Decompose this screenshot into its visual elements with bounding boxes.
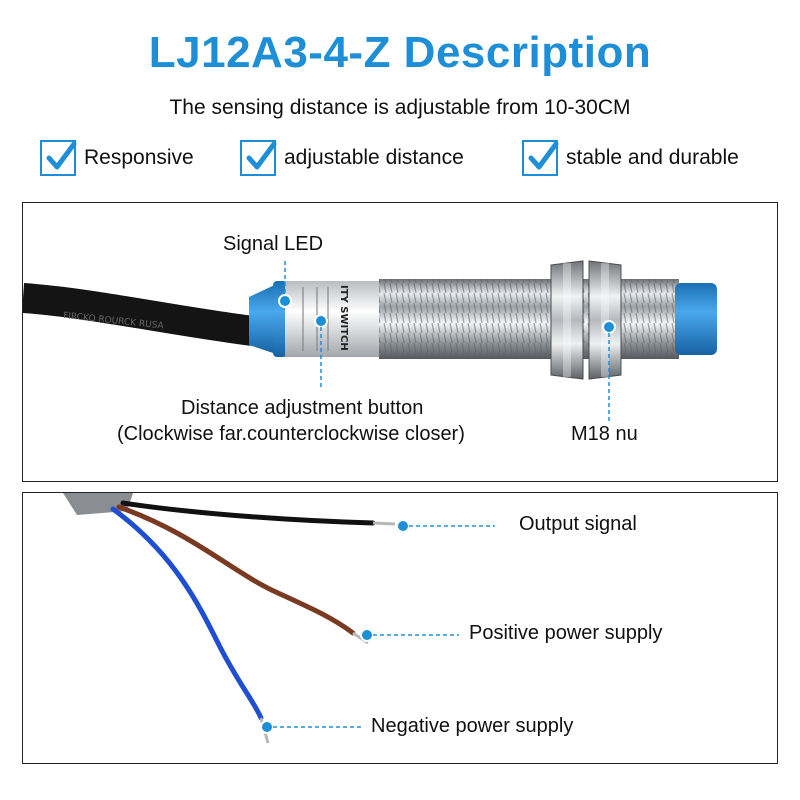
negative-dot xyxy=(260,720,274,734)
feature-label: adjustable distance xyxy=(284,146,464,169)
sensor-body-print: ITY SWITCH xyxy=(338,285,349,351)
sensor-panel: FIRCKO ROURCK RUSA ITY SWITCH Signal LED… xyxy=(22,202,778,482)
adjust-button-note: (Clockwise far.counterclockwise closer) xyxy=(117,423,465,445)
check-icon xyxy=(240,140,277,176)
nut-label: M18 nu xyxy=(571,423,638,445)
output-signal-label: Output signal xyxy=(519,513,637,535)
wire-blue xyxy=(110,506,264,721)
positive-dot xyxy=(360,628,374,642)
page-subtitle: The sensing distance is adjustable from … xyxy=(169,96,631,119)
adjust-button-label: Distance adjustment button xyxy=(181,397,424,419)
negative-supply-label: Negative power supply xyxy=(371,715,574,737)
page-title: LJ12A3-4-Z Description xyxy=(148,28,652,77)
check-icon xyxy=(522,140,559,176)
nut-dot xyxy=(602,320,616,334)
positive-supply-label: Positive power supply xyxy=(469,622,663,644)
nut-2 xyxy=(588,260,622,380)
signal-led-dot xyxy=(278,294,292,308)
adjust-button-dot xyxy=(314,314,328,328)
wires-illustration xyxy=(63,493,495,744)
sensor-illustration: FIRCKO ROURCK RUSA ITY SWITCH xyxy=(23,260,717,421)
check-icon xyxy=(40,140,77,176)
wire-black xyxy=(120,500,376,526)
nut-1 xyxy=(550,260,584,380)
thread-texture xyxy=(379,279,679,359)
sensing-face-cap xyxy=(675,283,717,355)
feature-label: Responsive xyxy=(84,146,194,169)
sensor-label-band xyxy=(285,281,381,357)
wire-brown xyxy=(116,504,356,636)
feature-responsive: Responsive xyxy=(40,138,194,178)
feature-adjustable-distance: adjustable distance xyxy=(240,138,464,178)
signal-led-label: Signal LED xyxy=(223,233,324,255)
wire-black-tip xyxy=(372,521,396,526)
wires-panel: Output signal Positive power supply Nega… xyxy=(22,492,778,764)
feature-label: stable and durable xyxy=(566,146,739,169)
cable xyxy=(23,283,255,346)
rear-cap xyxy=(249,283,279,355)
output-dot xyxy=(396,519,410,533)
feature-stable-durable: stable and durable xyxy=(522,138,739,178)
